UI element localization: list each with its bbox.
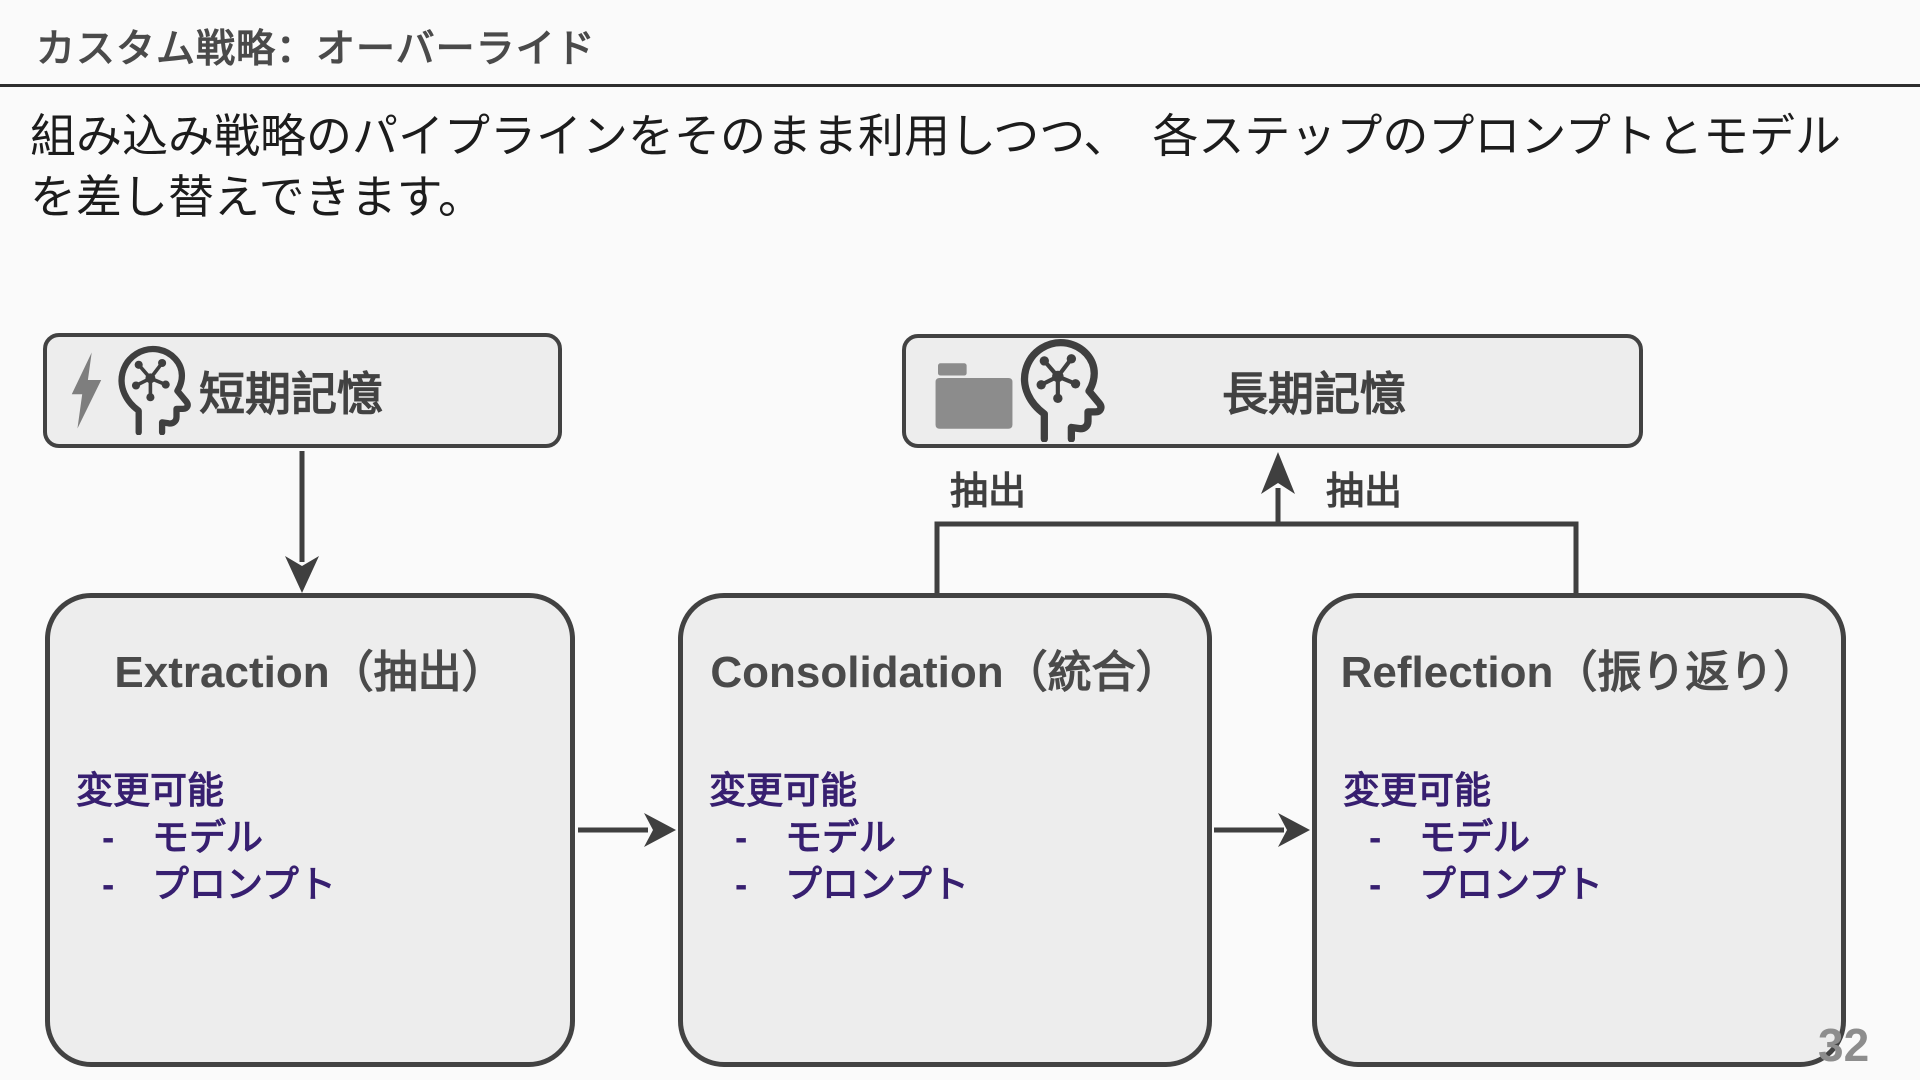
editable-item-label: モデル <box>152 817 263 858</box>
editable-list: 変更可能 -モデル -プロンプト <box>76 770 336 906</box>
page-title: カスタム戦略：オーバーライド <box>36 28 596 71</box>
body-line-1: 組み込み戦略のパイプラインをそのまま利用しつつ、 各ステップのプロンプトとモデル <box>30 110 1842 162</box>
editable-item-model: -モデル <box>709 817 969 859</box>
body-line-2: を差し替えできます。 <box>30 171 485 223</box>
editable-item-label: プロンプト <box>152 864 336 905</box>
long-term-memory-label: 長期記憶 <box>1222 368 1406 420</box>
long-term-memory-box: 長期記憶 <box>902 334 1643 448</box>
arrowhead-up <box>1261 452 1295 494</box>
editable-item-prompt: -プロンプト <box>76 864 336 906</box>
connector-bracket <box>934 521 1579 596</box>
pipeline-box-title: Extraction（抽出） <box>114 648 506 697</box>
bullet-dash: - <box>735 864 748 905</box>
pipeline-box-reflection: Reflection（振り返り） 変更可能 -モデル -プロンプト <box>1312 593 1846 1067</box>
extract-label-right: 抽出 <box>1326 471 1403 513</box>
bullet-dash: - <box>735 817 748 858</box>
editable-item-model: -モデル <box>1343 817 1603 859</box>
pipeline-box-title: Consolidation（統合） <box>710 648 1180 697</box>
editable-item-prompt: -プロンプト <box>1343 864 1603 906</box>
short-term-memory-box: 短期記憶 <box>43 333 562 448</box>
editable-list: 変更可能 -モデル -プロンプト <box>1343 770 1603 906</box>
editable-heading: 変更可能 <box>1343 770 1491 811</box>
brain-network-icon <box>118 345 191 435</box>
folder-icon <box>935 363 1013 429</box>
editable-item-label: モデル <box>785 817 896 858</box>
arrowhead-right-2 <box>1278 813 1310 847</box>
pipeline-box-title: Reflection（振り返り） <box>1340 648 1818 697</box>
pipeline-box-extraction: Extraction（抽出） 変更可能 -モデル -プロンプト <box>45 593 575 1067</box>
bullet-dash: - <box>1369 864 1382 905</box>
bullet-dash: - <box>102 864 115 905</box>
body-text: 組み込み戦略のパイプラインをそのまま利用しつつ、 各ステップのプロンプトとモデル… <box>30 106 1910 228</box>
arrowhead-right-1 <box>644 813 676 847</box>
header-divider <box>0 84 1920 87</box>
editable-item-model: -モデル <box>76 817 336 859</box>
editable-heading: 変更可能 <box>76 770 224 811</box>
pipeline-box-consolidation: Consolidation（統合） 変更可能 -モデル -プロンプト <box>678 593 1212 1067</box>
extract-label-left: 抽出 <box>950 471 1027 513</box>
page-number: 32 <box>1818 1019 1870 1071</box>
bullet-dash: - <box>1369 817 1382 858</box>
editable-item-label: モデル <box>1419 817 1530 858</box>
bullet-dash: - <box>102 817 115 858</box>
editable-item-label: プロンプト <box>1419 864 1603 905</box>
short-term-memory-label: 短期記憶 <box>199 367 383 420</box>
editable-item-prompt: -プロンプト <box>709 864 969 906</box>
editable-heading: 変更可能 <box>709 770 857 811</box>
brain-network-icon <box>1020 339 1105 442</box>
editable-item-label: プロンプト <box>785 864 969 905</box>
lightning-icon <box>71 352 102 429</box>
arrowhead-down <box>285 556 319 593</box>
editable-list: 変更可能 -モデル -プロンプト <box>709 770 969 906</box>
